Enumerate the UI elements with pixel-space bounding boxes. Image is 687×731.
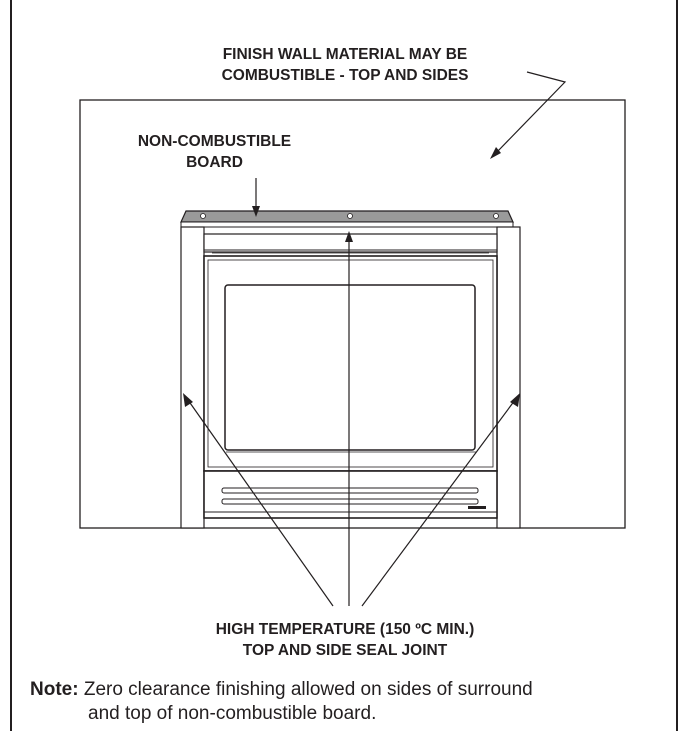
note-line2: and top of non-combustible board. xyxy=(88,703,377,724)
bottom-louver xyxy=(203,470,498,519)
arrow-left-shaft xyxy=(187,399,334,607)
arrow-board-head xyxy=(252,206,260,217)
non-combustible-board-label: NON-COMBUSTIBLE BOARD xyxy=(112,131,317,173)
board-base xyxy=(180,221,514,228)
finish-wall-arrow-head xyxy=(490,147,501,159)
finish-wall-leader xyxy=(496,71,567,153)
arrow-right-head xyxy=(510,393,520,407)
non-combustible-board xyxy=(180,210,514,223)
diagram-frame xyxy=(10,0,678,731)
seal-label-line2: TOP AND SIDE SEAL JOINT xyxy=(242,642,448,659)
board-screw-center xyxy=(347,213,353,219)
finish-wall xyxy=(79,99,626,529)
surround-left-leg xyxy=(180,226,205,529)
finish-wall-label-line2: COMBUSTIBLE - TOP AND SIDES xyxy=(221,67,469,84)
arrow-left-head xyxy=(183,393,193,407)
finish-wall-label-line1: FINISH WALL MATERIAL MAY BE xyxy=(222,46,468,63)
board-label-line1: NON-COMBUSTIBLE xyxy=(137,133,292,150)
board-screw-left xyxy=(200,213,206,219)
arrow-right-shaft xyxy=(361,399,516,607)
louver-slot-top xyxy=(221,487,479,494)
firebox-inner xyxy=(207,259,494,468)
seal-joint-label: HIGH TEMPERATURE (150 ºC MIN.) TOP AND S… xyxy=(150,619,540,661)
finish-wall-label: FINISH WALL MATERIAL MAY BE COMBUSTIBLE … xyxy=(175,44,515,86)
top-louver xyxy=(203,233,498,253)
note-line1: Zero clearance finishing allowed on side… xyxy=(78,679,533,700)
board-screw-right xyxy=(493,213,499,219)
glass-window xyxy=(224,284,476,451)
surround-right-leg xyxy=(496,226,521,529)
arrow-center-head xyxy=(345,231,353,242)
brand-plate xyxy=(468,506,486,509)
seal-label-line1: HIGH TEMPERATURE (150 ºC MIN.) xyxy=(215,621,475,638)
note-text: Note: Zero clearance finishing allowed o… xyxy=(30,678,670,726)
louver-slot-bottom xyxy=(221,498,479,505)
note-lead: Note: xyxy=(30,679,79,700)
board-label-line2: BOARD xyxy=(186,154,243,171)
